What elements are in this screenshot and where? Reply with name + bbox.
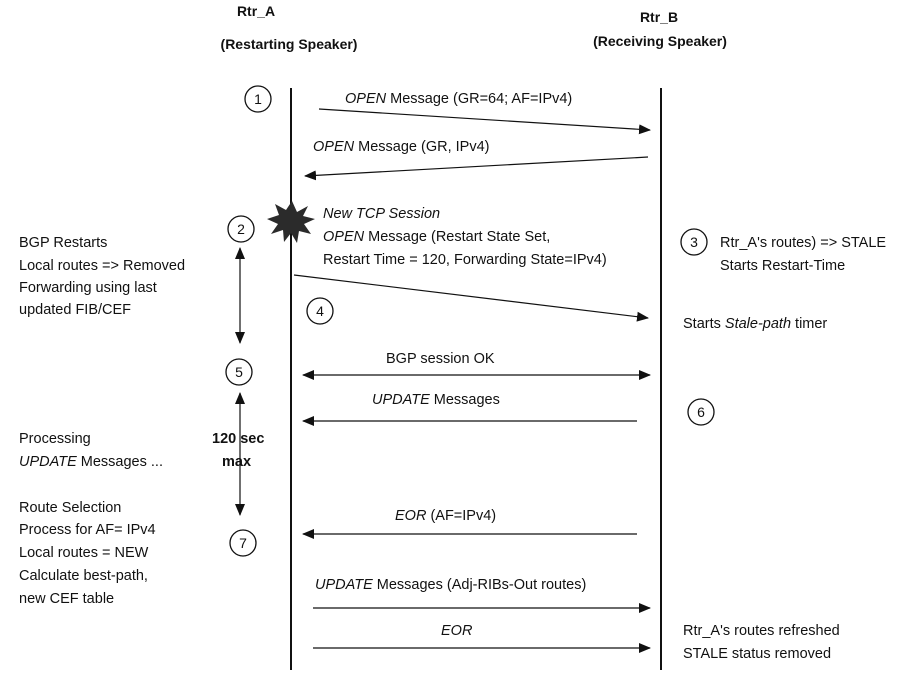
note-line: Local routes = NEW	[19, 545, 149, 561]
note-processing-updates: Processing UPDATE Messages ...	[19, 431, 163, 470]
note-line: Calculate best-path,	[19, 568, 148, 584]
restart-burst-icon	[267, 201, 315, 243]
step-6-label: 6	[697, 404, 705, 420]
note-line: new CEF table	[19, 591, 114, 607]
msg-new-tcp-session: New TCP Session	[323, 206, 440, 222]
msg-bgp-session-ok: BGP session OK	[386, 351, 495, 367]
step-4-label: 4	[316, 303, 324, 319]
note-line: Route Selection	[19, 500, 121, 516]
step-marker-4: 4	[306, 297, 334, 325]
msg-update-adj-ribs-out: UPDATE Messages (Adj-RIBs-Out routes)	[315, 577, 586, 593]
note-bgp-restarts: BGP Restarts Local routes => Removed For…	[19, 235, 185, 318]
note-line: Local routes => Removed	[19, 258, 185, 274]
note-line: BGP Restarts	[19, 235, 107, 251]
note-line: Rtr_A's routes refreshed	[683, 623, 840, 639]
step-marker-6: 6	[687, 398, 715, 426]
note-line: UPDATE Messages ...	[19, 454, 163, 470]
step-marker-2: 2	[227, 215, 255, 243]
msg-eor-final: EOR	[441, 623, 473, 639]
msg-open-gr-ipv4: OPEN Message (GR, IPv4)	[313, 139, 489, 155]
note-routes-refreshed: Rtr_A's routes refreshed STALE status re…	[683, 623, 840, 662]
msg-restart-time: Restart Time = 120, Forwarding State=IPv…	[323, 252, 607, 268]
arrow-open-restart	[293, 274, 649, 322]
step-marker-5: 5	[225, 358, 253, 386]
note-line: updated FIB/CEF	[19, 302, 131, 318]
msg-update-messages: UPDATE Messages	[372, 392, 500, 408]
rtr-b-name: Rtr_B	[640, 9, 678, 25]
note-line: Processing	[19, 431, 91, 447]
note-line: Process for AF= IPv4	[19, 522, 156, 538]
msg-open-restart-state: OPEN Message (Restart State Set,	[323, 229, 550, 245]
msg-eor-af-ipv4: EOR (AF=IPv4)	[395, 508, 496, 524]
rtr-a-name: Rtr_A	[237, 3, 275, 19]
note-line: STALE status removed	[683, 646, 831, 662]
note-line: Starts Restart-Time	[720, 258, 845, 274]
rtr-a-role: (Restarting Speaker)	[221, 36, 358, 52]
step-7-label: 7	[239, 535, 247, 551]
step-marker-1: 1	[244, 85, 272, 113]
note-route-selection: Route Selection Process for AF= IPv4 Loc…	[19, 500, 156, 607]
arrow-open-a-to-b	[318, 108, 651, 135]
rtr-b-role: (Receiving Speaker)	[593, 33, 727, 49]
note-line: Rtr_A's routes) => STALE	[720, 235, 886, 251]
step-marker-7: 7	[229, 529, 257, 557]
step-marker-3: 3	[680, 228, 708, 256]
step-3-label: 3	[690, 234, 698, 250]
timer-max-label: max	[222, 454, 251, 470]
note-routes-stale: Rtr_A's routes) => STALE Starts Restart-…	[720, 235, 886, 274]
step-1-label: 1	[254, 91, 262, 107]
note-stale-path-timer: Starts Stale-path timer	[683, 316, 827, 332]
step-5-label: 5	[235, 364, 243, 380]
note-line: Forwarding using last	[19, 280, 157, 296]
arrow-open-b-to-a	[304, 156, 649, 181]
msg-open-gr64: OPEN Message (GR=64; AF=IPv4)	[345, 91, 572, 107]
step-2-label: 2	[237, 221, 245, 237]
timer-value-label: 120 sec	[212, 431, 264, 447]
